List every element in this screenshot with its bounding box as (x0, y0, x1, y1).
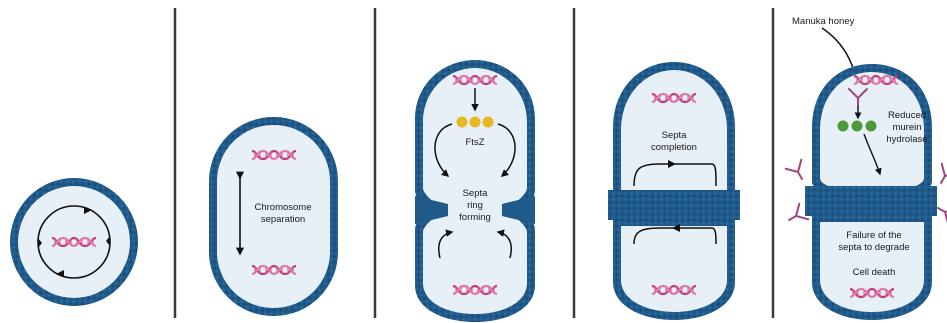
cell-cytoplasm (18, 186, 130, 298)
separation-label: separation (261, 214, 305, 225)
septa-label: Septa (463, 188, 489, 199)
completion-label: completion (651, 142, 697, 153)
murein-hydrolase-icon (838, 121, 877, 132)
ring-label: ring (467, 200, 483, 211)
cell-death-label: Cell death (853, 267, 896, 278)
septa-degrade-label: septa to degrade (838, 242, 909, 253)
panel-5-honey-effect: Manuka honey Reduced murein hydrolase Fa… (785, 16, 947, 320)
lower-cell-cytoplasm (621, 226, 727, 312)
panel-1-single-cell (10, 178, 138, 306)
panel-3-septa-ring-forming: FtsZ Septa ring forming (415, 60, 535, 322)
manuka-honey-label: Manuka honey (792, 16, 855, 27)
septa-label: Septa (662, 130, 688, 141)
murein-label: murein (892, 122, 921, 133)
hydrolase-label: hydrolase (886, 134, 927, 145)
failure-label: Failure of the (846, 230, 901, 241)
ftsz-protein-icon (457, 117, 494, 128)
septum (608, 190, 740, 220)
honey-molecule-icon (933, 164, 947, 188)
honey-molecule-icon (786, 160, 810, 184)
ftsz-label: FtsZ (466, 137, 485, 148)
panel-4-septa-completion: Septa completion (608, 62, 740, 320)
chromosome-label: Chromosome (254, 202, 311, 213)
panel-2-chromosome-separation: Chromosome separation (209, 117, 338, 316)
forming-label: forming (459, 212, 491, 223)
honey-molecule-icon (785, 204, 809, 228)
septum (805, 186, 937, 216)
reduced-label: Reduced (888, 110, 926, 121)
